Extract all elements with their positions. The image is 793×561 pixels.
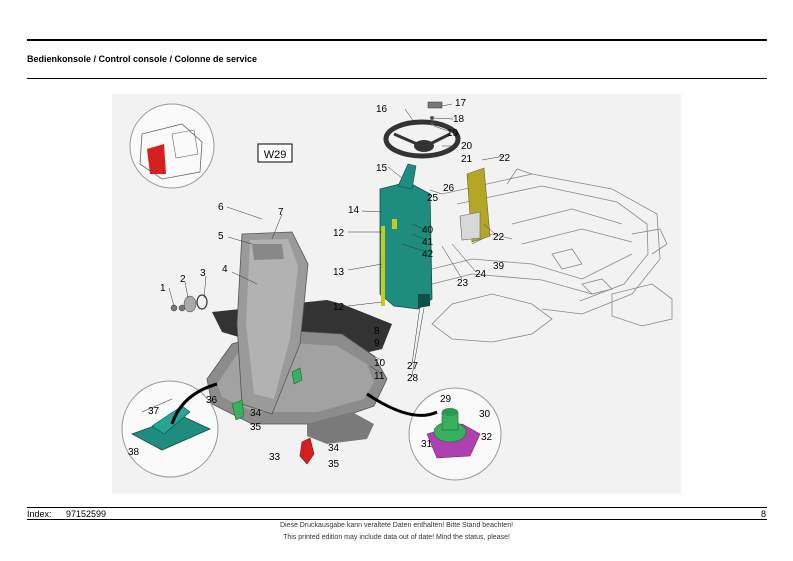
footer-rule: [27, 507, 767, 508]
callout-numbers: 1 2 3 4 5 6 7 8 9 10 11 12 12 13 14 15 1…: [128, 98, 511, 470]
title-rule: [27, 78, 767, 79]
callout-12a: 12: [333, 228, 345, 239]
callout-15: 15: [376, 163, 388, 174]
index-label: Index:: [27, 509, 52, 519]
switch-detail-circle: [408, 387, 502, 481]
index-value: 97152599: [66, 509, 107, 519]
callout-30: 30: [479, 409, 491, 420]
callout-42: 42: [422, 249, 434, 260]
footer-bottom-rule: [27, 519, 767, 520]
bracket-detail-circle: [121, 380, 219, 478]
callout-29: 29: [440, 394, 452, 405]
steering-wheel: [383, 101, 461, 159]
page-title: Bedienkonsole / Control console / Colonn…: [27, 54, 258, 64]
callout-8: 8: [374, 326, 380, 337]
callout-11: 11: [374, 371, 385, 382]
page-number: 8: [760, 509, 766, 519]
detail-connector-lines: [170, 382, 438, 425]
callout-20: 20: [461, 141, 473, 152]
pedal-part: [299, 437, 315, 465]
chassis-frame: [411, 168, 673, 343]
callout-22b: 22: [493, 232, 505, 243]
callout-23: 23: [457, 278, 469, 289]
top-rule: [27, 39, 767, 41]
callout-24: 24: [475, 269, 487, 280]
callout-17: 17: [455, 98, 467, 109]
callout-2: 2: [180, 274, 186, 285]
callout-36: 36: [206, 395, 218, 406]
callout-6: 6: [218, 202, 224, 213]
callout-39: 39: [493, 261, 505, 272]
callout-22a: 22: [499, 153, 511, 164]
callout-12b: 12: [333, 302, 345, 313]
callout-34a: 34: [250, 408, 262, 419]
callout-10: 10: [374, 358, 386, 369]
callout-33: 33: [269, 452, 281, 463]
callout-28: 28: [407, 373, 419, 384]
callout-7: 7: [278, 207, 284, 218]
callout-26: 26: [443, 183, 455, 194]
callout-1: 1: [160, 283, 166, 294]
callout-40: 40: [422, 225, 434, 236]
callout-9: 9: [374, 338, 380, 349]
callout-35b: 35: [328, 459, 340, 470]
callout-41: 41: [422, 237, 434, 248]
callout-21: 21: [461, 154, 473, 165]
callout-31: 31: [421, 439, 433, 450]
callout-19: 19: [447, 128, 459, 139]
callout-35a: 35: [250, 422, 262, 433]
exploded-view-drawing: W29 1 2 3 4 5 6 7 8 9 10 11 12 12 13 14 …: [112, 94, 681, 494]
callout-18: 18: [453, 114, 465, 125]
callout-25: 25: [427, 193, 439, 204]
callout-27: 27: [407, 361, 419, 372]
callout-16: 16: [376, 104, 388, 115]
overview-detail-circle: [129, 103, 215, 189]
drawing-tag: W29: [264, 149, 287, 161]
callout-4: 4: [222, 264, 228, 275]
leader-lines: [168, 103, 505, 377]
callout-38: 38: [128, 447, 140, 458]
side-bracket: [459, 211, 481, 241]
outdated-notice-en: This printed edition may include data ou…: [283, 534, 510, 541]
switch-part: [231, 399, 245, 421]
callout-3: 3: [200, 268, 206, 279]
callout-5: 5: [218, 231, 224, 242]
callout-32: 32: [481, 432, 493, 443]
fastener-parts-left: [170, 294, 208, 313]
switch-part-2: [291, 367, 303, 385]
callout-14: 14: [348, 205, 360, 216]
outdated-notice-de: Diese Druckausgabe kann veraltete Daten …: [279, 522, 514, 529]
callout-34b: 34: [328, 443, 340, 454]
callout-37: 37: [148, 406, 160, 417]
callout-13: 13: [333, 267, 345, 278]
drawing-tag-box: [257, 143, 293, 163]
